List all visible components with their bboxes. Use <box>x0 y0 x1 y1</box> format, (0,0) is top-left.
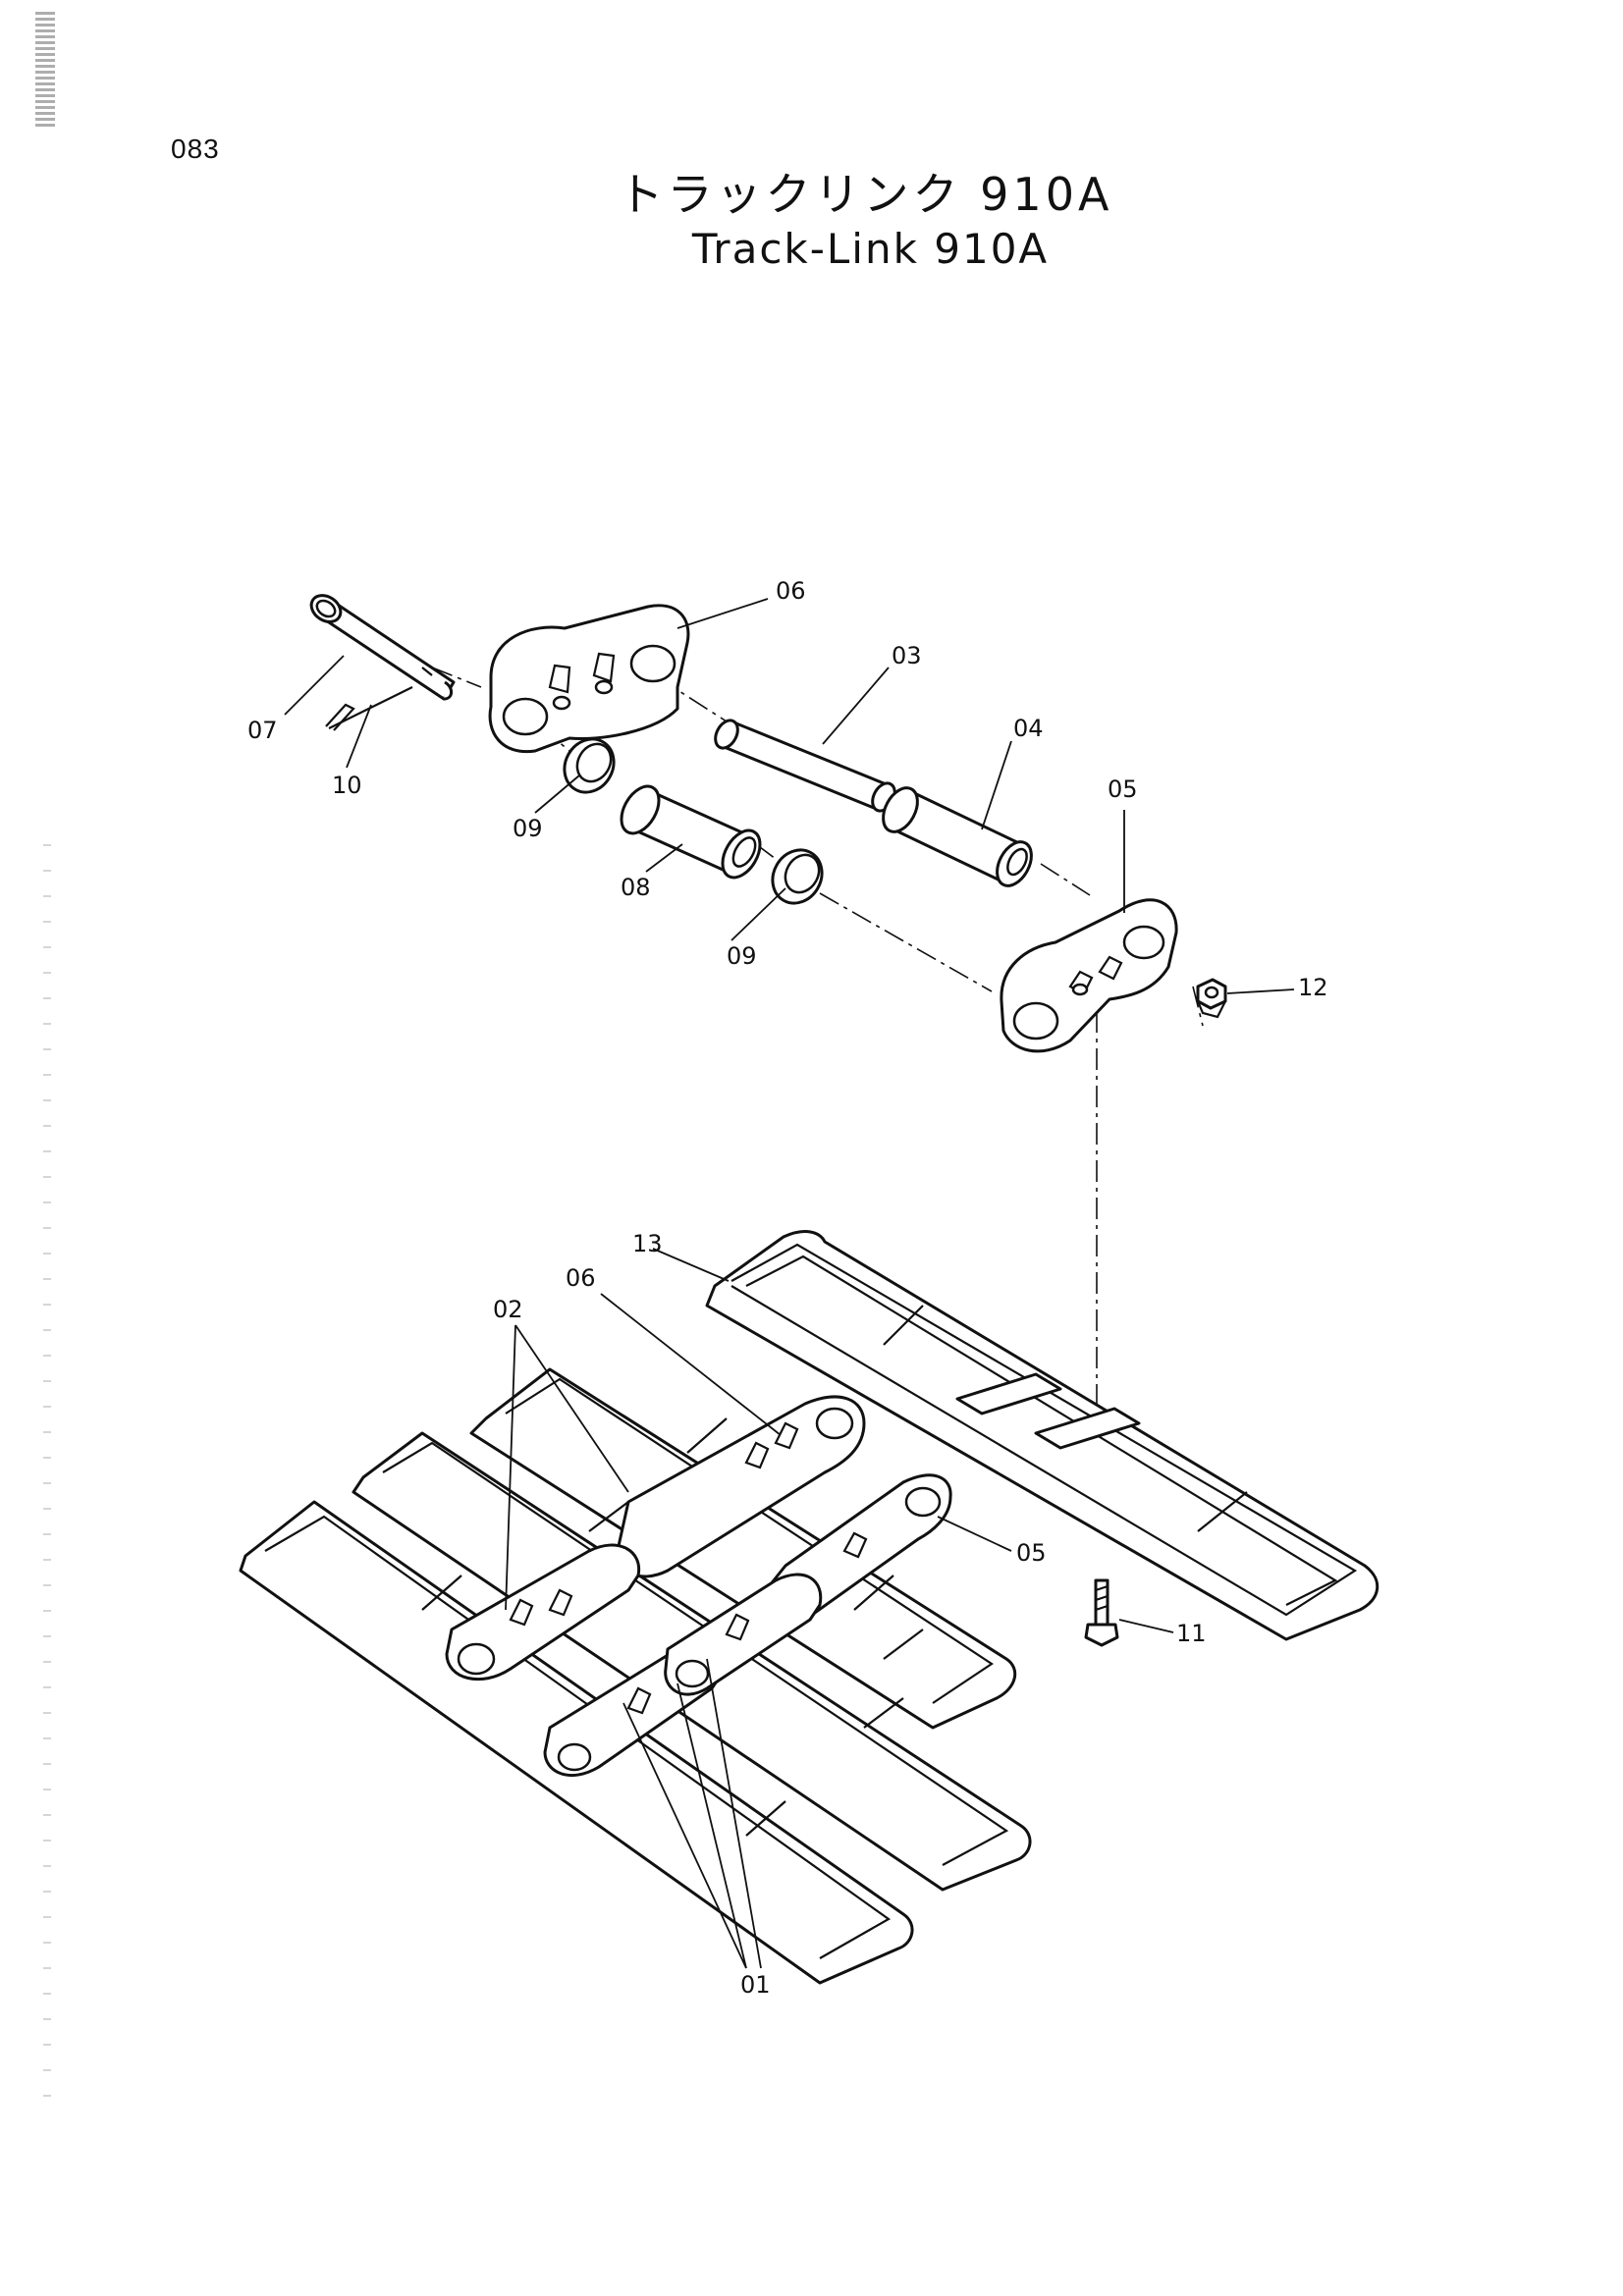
title-block: トラックリンク 910A Track-Link 910A <box>0 167 1623 277</box>
bolt-11 <box>1084 1578 1119 1647</box>
seal-ring-09-right <box>771 848 824 905</box>
callout-09-right: 09 <box>727 942 757 970</box>
callout-11: 11 <box>1176 1620 1207 1647</box>
bushing-04 <box>882 786 1033 887</box>
callout-04: 04 <box>1013 715 1044 742</box>
title-english: Track-Link 910A <box>691 225 1050 273</box>
link-left-lower <box>445 1543 641 1682</box>
leader-lines <box>284 598 1295 1969</box>
pin-03 <box>714 719 896 813</box>
callout-10: 10 <box>332 772 362 799</box>
callout-03: 03 <box>892 642 922 669</box>
callout-09-left: 09 <box>513 815 543 842</box>
scan-edge-dots <box>43 844 51 2120</box>
page-number: 083 <box>171 133 220 164</box>
callout-01: 01 <box>740 1971 771 1999</box>
callout-08: 08 <box>621 874 651 901</box>
callout-13: 13 <box>632 1230 663 1257</box>
scan-artifact <box>35 12 55 128</box>
callout-06-top: 06 <box>776 577 806 605</box>
callout-02: 02 <box>493 1296 523 1323</box>
nut-12 <box>1196 978 1227 1019</box>
pin-07 <box>309 594 456 701</box>
shoe-13 <box>705 1230 1380 1641</box>
callout-06-bottom: 06 <box>566 1264 596 1292</box>
title-japanese: トラックリンク 910A <box>618 168 1113 221</box>
bushing-08 <box>620 784 762 880</box>
callout-12: 12 <box>1298 974 1328 1001</box>
callout-05-top: 05 <box>1108 775 1138 803</box>
shoe-middle <box>469 1367 1017 1730</box>
callout-07: 07 <box>247 717 278 744</box>
link-05-upper <box>1000 898 1178 1053</box>
seal-ring-09-left <box>563 737 616 794</box>
callout-05-bottom: 05 <box>1016 1539 1047 1567</box>
link-06-upper <box>488 604 690 754</box>
link-center-lower <box>664 1573 823 1696</box>
